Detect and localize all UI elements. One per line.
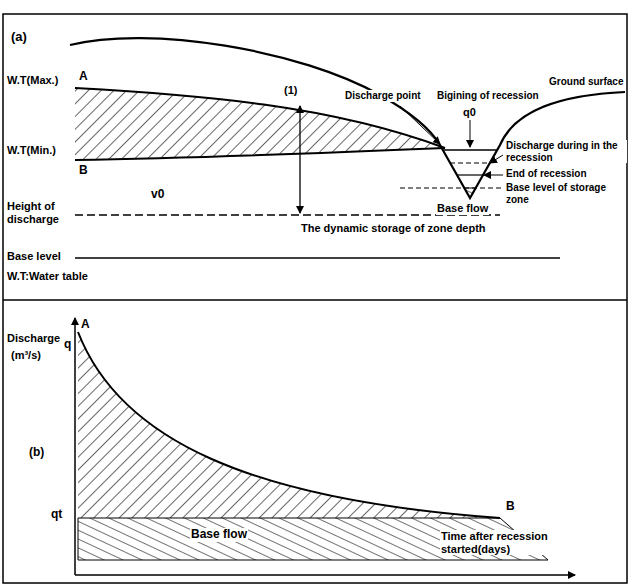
storage-base-level	[400, 188, 503, 189]
diagram-label: Discharge	[6, 332, 61, 345]
diagram-label: qt	[50, 508, 63, 522]
diagram-label: Bigining of recession	[436, 90, 540, 102]
base-flow-wedge	[464, 188, 476, 198]
x-axis	[75, 574, 575, 576]
leader-line	[400, 106, 440, 144]
diagram-label: (m³/s)	[10, 349, 42, 362]
diagram-label: Base flow	[436, 202, 489, 215]
recession-start-level	[443, 149, 497, 151]
diagram-label: (b)	[28, 446, 45, 460]
diagram-label: Base flow	[190, 528, 248, 542]
recession-level	[450, 162, 490, 163]
recession-hatch	[78, 332, 500, 518]
diagram-label: W.T:Water table	[6, 270, 89, 283]
diagram-label: End of recession	[505, 168, 588, 180]
height-arrow	[299, 106, 300, 213]
leader-line	[470, 120, 471, 147]
leader-line	[484, 175, 503, 176]
diagram-label: A	[78, 70, 89, 84]
water-table-max	[75, 88, 445, 148]
water-table-min	[75, 148, 445, 160]
diagram-label: Discharge point	[344, 90, 422, 102]
ground-surface	[70, 38, 625, 198]
base-level-line	[75, 257, 560, 259]
recession-end-level	[457, 174, 483, 175]
diagram-label: v0	[150, 188, 165, 202]
diagram-label: Base level of storage zone	[505, 182, 625, 205]
diagram-label: Discharge during in the recession	[505, 140, 627, 163]
diagram-label: q0	[462, 106, 477, 119]
y-axis	[74, 318, 76, 575]
diagram-label: Base level	[6, 250, 62, 263]
panel-divider	[3, 299, 627, 301]
leader-line	[490, 155, 503, 163]
frame	[3, 14, 627, 583]
diagram-label: Time after recession started(days)	[440, 530, 570, 555]
diagram-label: (1)	[283, 84, 298, 97]
diagram-label: A	[80, 318, 91, 332]
diagram-label: (a)	[10, 30, 28, 45]
dynamic-storage-hatch	[75, 88, 445, 160]
diagram-label: Height of discharge	[6, 200, 72, 225]
diagram-label: Ground surface	[548, 76, 624, 88]
diagram-label: W.T(Max.)	[6, 74, 59, 87]
diagram-label: q	[63, 338, 72, 352]
diagram-label: B	[505, 500, 516, 514]
diagram-label: B	[78, 164, 89, 178]
recession-curve	[78, 332, 500, 518]
diagram-label: The dynamic storage of zone depth	[300, 222, 487, 235]
diagram-label: W.T(Min.)	[6, 144, 57, 157]
